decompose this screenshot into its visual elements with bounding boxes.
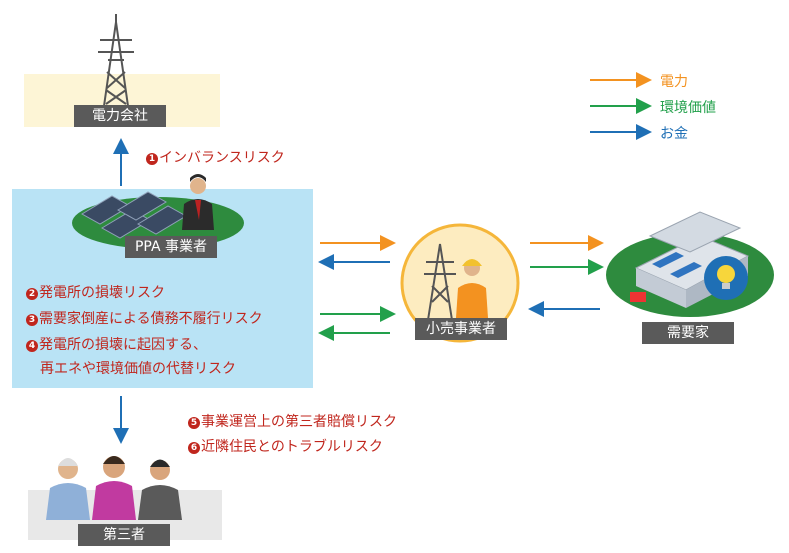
- factory-icon: [606, 211, 774, 317]
- risk-1-text: インバランスリスク: [159, 150, 285, 166]
- risk-3-number: 3: [26, 314, 38, 326]
- consumer-label: 需要家: [642, 322, 734, 344]
- risk-3-text: 需要家倒産による債務不履行リスク: [39, 311, 263, 327]
- ppa-operator-label: PPA 事業者: [125, 236, 217, 258]
- risk-5-text: 事業運営上の第三者賠償リスク: [201, 414, 397, 430]
- risk-4-text: 発電所の損壊に起因する、: [39, 337, 207, 353]
- power-tower-icon: [98, 14, 134, 107]
- risk-2-number: 2: [26, 288, 38, 300]
- legend-money-label: お金: [660, 126, 688, 142]
- businessman-icon: [182, 174, 214, 230]
- retailer-icon: [400, 223, 520, 343]
- risk-6-text: 近隣住民とのトラブルリスク: [201, 439, 383, 455]
- retailer-label: 小売事業者: [415, 318, 507, 340]
- risk-2-text: 発電所の損壊リスク: [39, 285, 165, 301]
- risk-1-number: 1: [146, 153, 158, 165]
- risk-4-number: 4: [26, 340, 38, 352]
- legend-electricity-label: 電力: [660, 74, 688, 90]
- risk-5-number: 5: [188, 417, 200, 429]
- third-party-label: 第三者: [78, 524, 170, 546]
- risk-4-continued: 再エネや環境価値の代替リスク: [40, 361, 236, 377]
- third-party-people-icon: [46, 456, 182, 520]
- legend-env-value-label: 環境価値: [660, 100, 716, 116]
- risk-6-number: 6: [188, 442, 200, 454]
- power-company-label: 電力会社: [74, 105, 166, 127]
